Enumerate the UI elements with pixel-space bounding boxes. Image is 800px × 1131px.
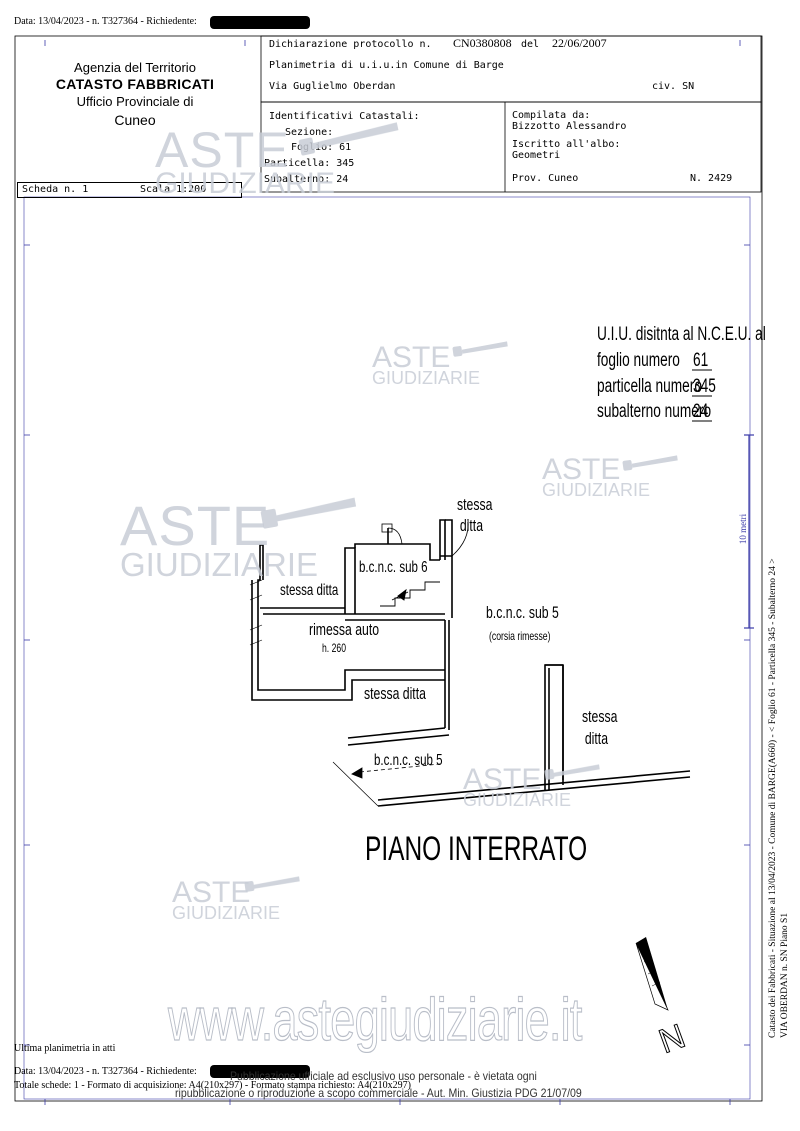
scale-bar-label: 10 metri — [738, 513, 749, 545]
planimetria-line: Planimetria di u.i.u.in Comune di Barge — [269, 60, 504, 71]
provincia: Prov. Cuneo — [512, 173, 579, 184]
watermark-5: ASTE GIUDIZIARIE — [463, 763, 572, 810]
footer-publication-1: Pubblicazione ufficiale ad esclusivo uso… — [230, 1069, 537, 1083]
label-rimessa-auto: rimessa auto — [309, 620, 380, 639]
label-bcnc-sub6: b.c.n.c. sub 6 — [359, 559, 428, 576]
watermark-2-giudiziarie: GIUDIZIARIE — [372, 368, 481, 388]
sezione: Sezione: — [285, 127, 334, 138]
civico: civ. SN — [652, 81, 695, 92]
label-bcnc-sub5: b.c.n.c. sub 5 — [486, 603, 559, 622]
uiu-subalterno-label: subalterno numero — [597, 401, 712, 422]
watermark-1: ASTE GIUDIZIARIE — [155, 125, 335, 199]
watermark-6-aste: ASTE — [172, 876, 251, 909]
uiu-foglio-label: foglio numero — [597, 350, 680, 371]
watermark-5-giudiziarie: GIUDIZIARIE — [463, 790, 572, 810]
albo-value: Geometri — [512, 150, 561, 161]
scheda-box: Scheda n. 1 Scala 1:200 — [17, 182, 242, 198]
watermark-4-aste: ASTE — [120, 494, 271, 557]
uiu-particella-value: 345 — [693, 376, 716, 397]
compilata-label: Compilata da: — [512, 110, 591, 121]
declaration-label: Dichiarazione protocollo n. — [269, 39, 432, 50]
scala-label: Scala 1:200 — [140, 184, 207, 195]
subalterno: Subalterno: 24 — [264, 174, 349, 185]
label-stessa-ditta-right: stessa ditta — [582, 706, 617, 750]
side-catasto-text: Catasto dei Fabbricati - Situazione al 1… — [768, 558, 778, 1038]
label-stessa-ditta-right-2: ditta — [584, 729, 609, 749]
watermark-3-giudiziarie: GIUDIZIARIE — [542, 480, 651, 500]
watermark-1-aste: ASTE — [155, 122, 290, 178]
watermark-2: ASTE GIUDIZIARIE — [372, 341, 481, 388]
declaration-number: CN0380808 — [453, 36, 512, 50]
redacted-requester-top — [210, 16, 310, 29]
footer-publication-2: ripubblicazione o riproduzione a scopo c… — [175, 1086, 582, 1100]
floor-plan — [249, 519, 691, 807]
label-height: h. 260 — [322, 641, 347, 655]
watermark-url: www.astegiudiziarie.it — [168, 985, 583, 1053]
footer-data-line: Data: 13/04/2023 - n. T327364 - Richiede… — [14, 1066, 197, 1077]
label-stessa-ditta-top: stessa ditta — [457, 494, 492, 537]
footer-totale: Totale schede: 1 - Formato di acquisizio… — [14, 1080, 411, 1091]
label-stessa-ditta-mid: stessa ditta — [364, 684, 426, 703]
label-stessa-ditta-top-1: stessa — [457, 495, 493, 514]
uiu-subalterno-value: 24 — [693, 401, 709, 422]
agency-name: Agenzia del Territorio — [74, 60, 196, 75]
albo-label: Iscritto all'albo: — [512, 139, 621, 150]
watermark-6: ASTE GIUDIZIARIE — [172, 876, 281, 923]
watermark-1-giudiziarie: GIUDIZIARIE — [155, 167, 336, 200]
label-bcnc-sub5-low: b.c.n.c. sub 5 — [374, 752, 443, 769]
uiu-foglio-value: 61 — [693, 350, 709, 371]
label-stessa-ditta-top-2: ditta — [459, 516, 484, 536]
watermark-6-giudiziarie: GIUDIZIARIE — [172, 903, 281, 923]
uiu-title: U.I.U. disitnta al N.C.E.U. al — [597, 324, 766, 345]
top-data-line: Data: 13/04/2023 - n. T327364 - Richiede… — [14, 16, 197, 27]
agency-city: Cuneo — [114, 112, 156, 128]
declaration-date: 22/06/2007 — [552, 36, 607, 50]
compilata-name: Bizzotto Alessandro — [512, 121, 627, 132]
scale-bar — [744, 434, 754, 629]
watermark-5-aste: ASTE — [463, 763, 542, 796]
watermark-3: ASTE GIUDIZIARIE — [542, 453, 651, 500]
side-address-text: VIA OBERDAN n. SN Piano S1 — [780, 912, 790, 1038]
declaration-del: del — [521, 39, 540, 50]
watermark-4: ASTE GIUDIZIARIE — [120, 494, 319, 583]
watermark-2-aste: ASTE — [372, 341, 451, 374]
label-stessa-ditta-left: stessa ditta — [280, 582, 339, 599]
agency-catasto: CATASTO FABBRICATI — [55, 76, 215, 93]
label-stessa-ditta-right-1: stessa — [582, 707, 618, 726]
watermark-3-aste: ASTE — [542, 453, 621, 486]
floor-title: PIANO INTERRATO — [365, 830, 588, 868]
north-arrow-graphic — [635, 937, 669, 1011]
footer-ultima: Ultima planimetria in atti — [14, 1043, 116, 1054]
address-line: Via Guglielmo Oberdan — [269, 81, 396, 92]
particella: Particella: 345 — [264, 158, 355, 169]
agency-office: Ufficio Provinciale di — [76, 93, 194, 109]
scheda-label: Scheda n. 1 — [22, 184, 89, 195]
redacted-requester-footer — [210, 1065, 310, 1078]
identificativi-title: Identificativi Catastali: — [269, 111, 420, 122]
watermark-4-giudiziarie: GIUDIZIARIE — [120, 546, 319, 583]
albo-number: N. 2429 — [690, 173, 733, 184]
label-corsia: (corsia rimesse) — [489, 629, 551, 643]
uiu-particella-label: particella numero — [597, 376, 702, 397]
